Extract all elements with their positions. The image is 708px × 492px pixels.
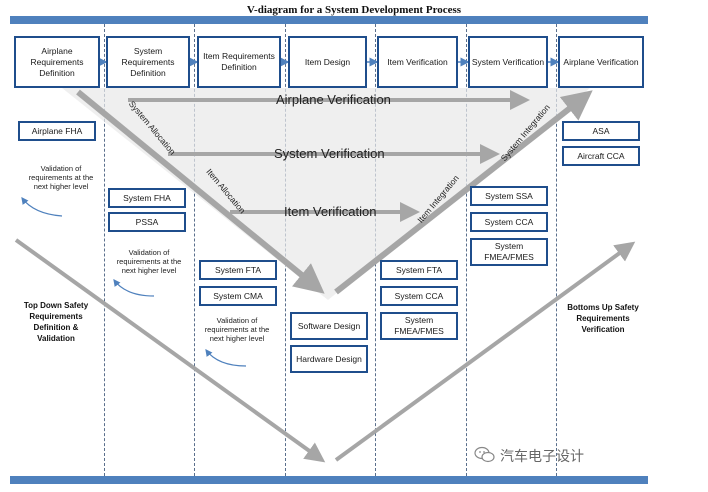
- item-verification-label: Item Verification: [284, 204, 377, 219]
- asa-box: ASA: [562, 121, 640, 141]
- validation-curve-arrow: [113, 279, 155, 297]
- bottoms-up-safety-label: Bottoms Up Safety Requirements Verificat…: [567, 303, 639, 334]
- watermark-text: 汽车电子设计: [500, 448, 584, 464]
- frame-bottom-bar: [10, 476, 648, 484]
- item-requirements-definition-box: Item Requirements Definition: [197, 36, 281, 88]
- validation-note: Validation of requirements at the next h…: [28, 164, 94, 191]
- system-fmea-fmes-box: System FMEA/FMES: [380, 312, 458, 340]
- system-fmea-fmes-box: System FMEA/FMES: [470, 238, 548, 266]
- system-ssa-box: System SSA: [470, 186, 548, 206]
- hardware-design-box: Hardware Design: [290, 345, 368, 373]
- v-shape-region: [62, 88, 590, 300]
- system-requirements-definition-box: System Requirements Definition: [106, 36, 190, 88]
- column-divider: [104, 24, 105, 476]
- validation-curve-arrow: [21, 197, 63, 217]
- column-divider: [556, 24, 557, 476]
- airplane-verification-box: Airplane Verification: [558, 36, 644, 88]
- system-fha-box: System FHA: [108, 188, 186, 208]
- system-fta-box: System FTA: [380, 260, 458, 280]
- frame-top-bar: [10, 16, 648, 24]
- safety-topdown-arrow: [14, 238, 326, 463]
- airplane-verification-label: Airplane Verification: [276, 92, 391, 107]
- v-right-diagonal: [334, 90, 593, 295]
- v-left-diagonal: [76, 89, 325, 294]
- system-cma-box: System CMA: [199, 286, 277, 306]
- system-fta-box: System FTA: [199, 260, 277, 280]
- software-design-box: Software Design: [290, 312, 368, 340]
- aircraft-cca-box: Aircraft CCA: [562, 146, 640, 166]
- pssa-box: PSSA: [108, 212, 186, 232]
- column-divider: [194, 24, 195, 476]
- wechat-logo-icon: [474, 446, 495, 463]
- safety-bottomup-arrow: [334, 241, 636, 462]
- system-cca-box: System CCA: [470, 212, 548, 232]
- airplane-requirements-definition-box: Airplane Requirements Definition: [14, 36, 100, 88]
- top-down-safety-label: Top Down Safety Requirements Definition …: [23, 301, 89, 343]
- system-cca-box: System CCA: [380, 286, 458, 306]
- system-verification-box: System Verification: [468, 36, 548, 88]
- item-design-box: Item Design: [288, 36, 367, 88]
- validation-curve-arrow: [205, 349, 247, 367]
- system-verification-label: System Verification: [274, 146, 385, 161]
- column-divider: [466, 24, 467, 476]
- validation-note: Validation of requirements at the next h…: [116, 248, 182, 275]
- airplane-fha-box: Airplane FHA: [18, 121, 96, 141]
- validation-note: Validation of requirements at the next h…: [204, 316, 270, 343]
- item-verification-box: Item Verification: [377, 36, 458, 88]
- diagram-title: V-diagram for a System Development Proce…: [246, 4, 462, 16]
